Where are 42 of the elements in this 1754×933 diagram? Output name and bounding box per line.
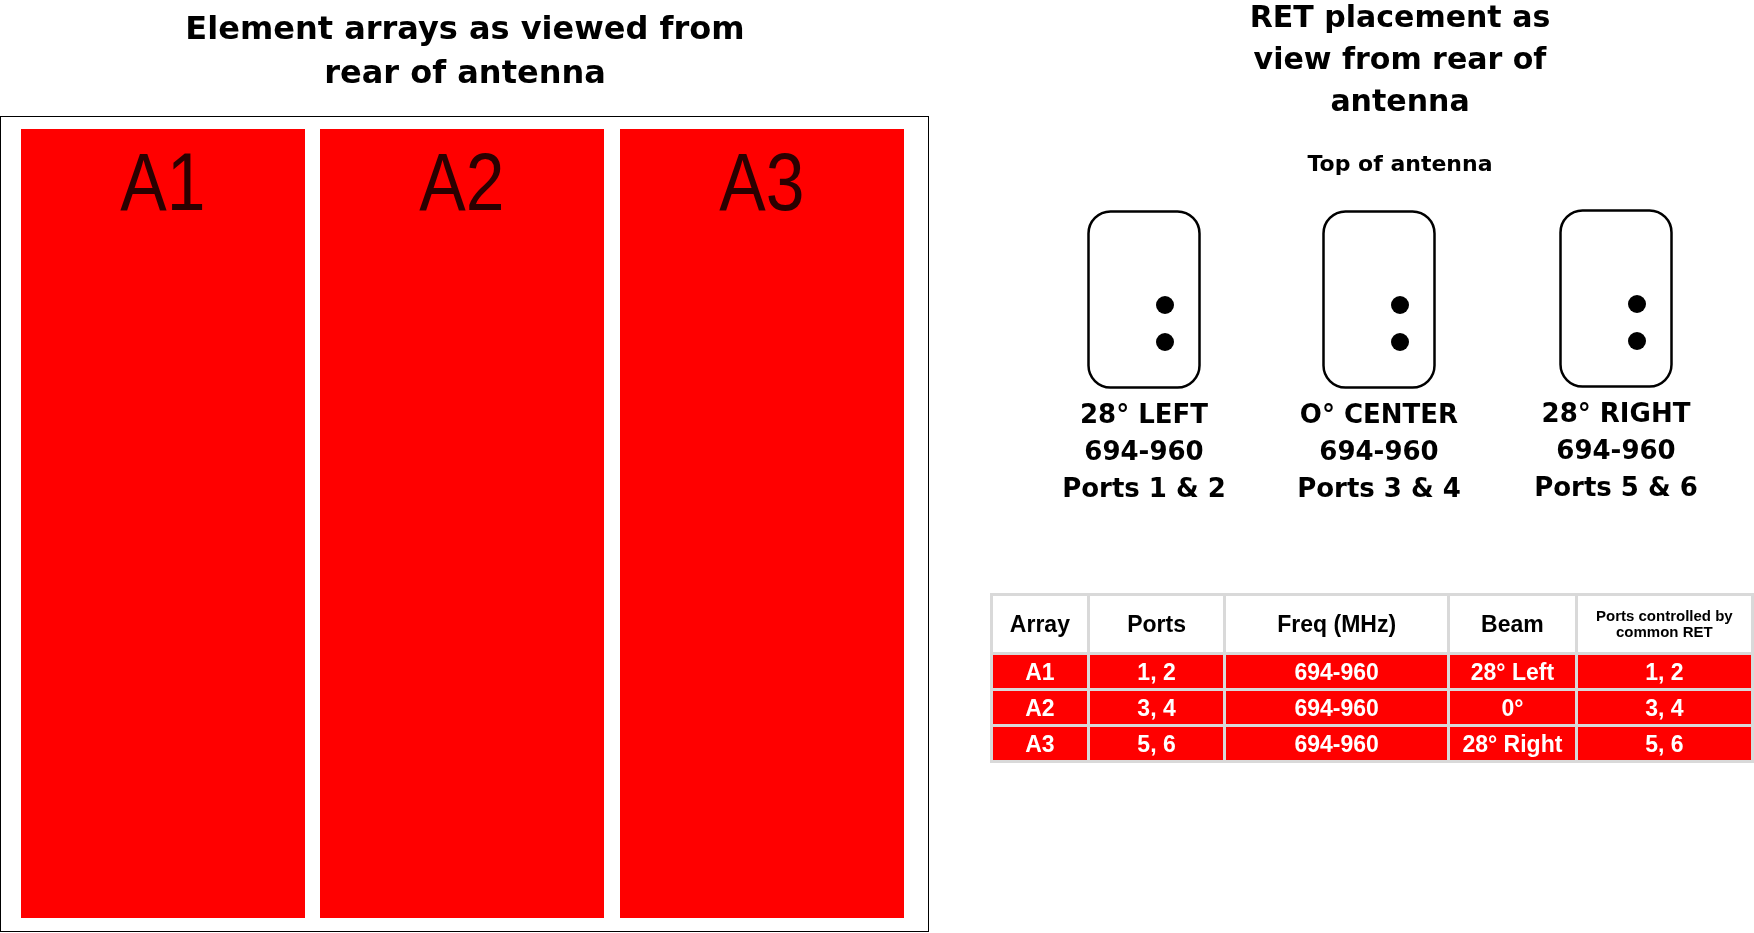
column-header: Freq (MHz) xyxy=(1224,594,1449,654)
table-cell: 1, 2 xyxy=(1088,653,1225,690)
heading: RET placement as view from rear of antenna xyxy=(1248,0,1552,120)
ret-caption: 694-960 xyxy=(1318,435,1440,468)
ret-caption: Ports 3 & 4 xyxy=(1296,472,1462,505)
ret-caption: Ports 5 & 6 xyxy=(1533,471,1699,504)
column-header: Array xyxy=(991,594,1089,654)
table-cell: A3 xyxy=(991,725,1089,762)
table-cell: 0° xyxy=(1448,689,1577,726)
column-header: Ports xyxy=(1088,594,1225,654)
ret-caption: O° CENTER xyxy=(1298,398,1460,431)
table-cell: A1 xyxy=(991,653,1089,690)
array-label: A3 xyxy=(717,134,806,229)
table-cell: 694-960 xyxy=(1224,653,1449,690)
orientation-note: Top of antenna xyxy=(1306,150,1494,178)
table-cell: 5, 6 xyxy=(1576,725,1753,762)
table-cell: 3, 4 xyxy=(1088,689,1225,726)
table-cell: 3, 4 xyxy=(1576,689,1753,726)
ret-caption: Ports 1 & 2 xyxy=(1061,472,1227,505)
column-header: Ports controlled by common RET xyxy=(1576,594,1753,654)
table-cell: 694-960 xyxy=(1224,689,1449,726)
array-panel xyxy=(20,128,305,918)
ret-module xyxy=(1559,209,1673,388)
ret-module xyxy=(1322,210,1436,389)
table-cell: 5, 6 xyxy=(1088,725,1225,762)
heading: Element arrays as viewed from rear of antenna xyxy=(184,8,746,93)
array-label: A2 xyxy=(417,134,506,229)
ret-module xyxy=(1087,210,1201,389)
array-label: A1 xyxy=(118,134,207,229)
table-cell: 28° Right xyxy=(1448,725,1577,762)
array-panel xyxy=(319,128,604,918)
table-cell: 694-960 xyxy=(1224,725,1449,762)
ret-caption: 694-960 xyxy=(1083,435,1205,468)
ret-caption: 28° LEFT xyxy=(1078,398,1210,431)
table-cell: 1, 2 xyxy=(1576,653,1753,690)
table-cell: A2 xyxy=(991,689,1089,726)
ret-caption: 694-960 xyxy=(1555,434,1677,467)
antenna-outline xyxy=(0,116,929,932)
table-cell: 28° Left xyxy=(1448,653,1577,690)
array-panel xyxy=(619,128,904,918)
ret-caption: 28° RIGHT xyxy=(1540,397,1692,430)
column-header: Beam xyxy=(1448,594,1577,654)
